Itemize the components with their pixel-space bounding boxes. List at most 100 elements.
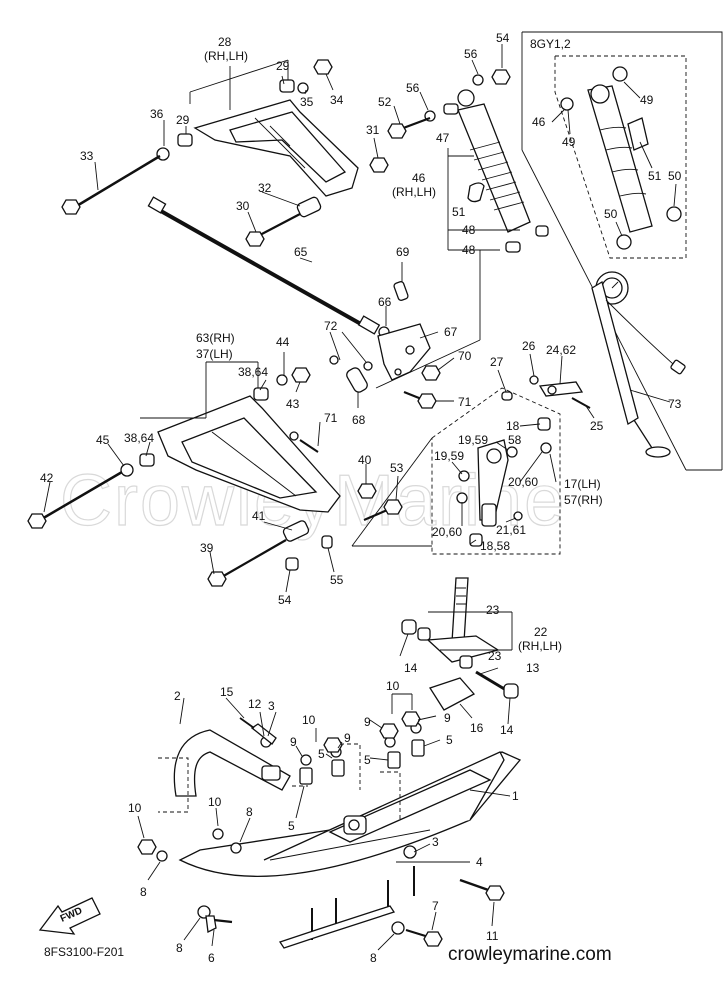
callout-label: (RH,LH) — [518, 639, 562, 653]
damper-16 — [429, 677, 476, 711]
nut-54 — [491, 69, 511, 85]
callout-label: 55 — [330, 573, 344, 587]
callout-label: 47 — [436, 131, 450, 145]
washer-8 — [156, 850, 168, 862]
callout-label: 18 — [506, 419, 520, 433]
bushing-14 — [401, 619, 417, 635]
callout-label: 71 — [458, 395, 472, 409]
callout-label: 34 — [330, 93, 344, 107]
callout-label: 44 — [276, 335, 290, 349]
inset-title: 8GY1,2 — [530, 37, 571, 51]
callout-label: 42 — [40, 471, 54, 485]
callout-label: 31 — [366, 123, 380, 137]
callout-label: 6 — [208, 951, 215, 965]
seal-19 — [506, 446, 518, 458]
stud-5b — [331, 759, 345, 777]
callout-label: 5 — [288, 819, 295, 833]
collar-54 — [285, 557, 299, 571]
callout-label: 32 — [258, 181, 272, 195]
bushing-49b — [560, 97, 574, 111]
bushing-14b — [503, 683, 519, 699]
washer-35 — [297, 82, 309, 94]
callout-label: 10 — [208, 795, 222, 809]
callout-label: 37(LH) — [196, 347, 233, 361]
callout-label: (RH,LH) — [392, 185, 436, 199]
washer-8c — [197, 905, 211, 919]
collar-56 — [443, 103, 459, 115]
callout-label: 8 — [140, 885, 147, 899]
callout-label: 3 — [432, 835, 439, 849]
callout-label: 8 — [176, 941, 183, 955]
diagram-code: 8FS3100-F201 — [44, 945, 124, 959]
clip-51b — [627, 117, 649, 151]
callouts: 28 (RH,LH) 29 35 34 36 29 33 32 30 31 52… — [40, 31, 682, 965]
clip-51 — [467, 182, 485, 203]
lower-arm-web — [181, 417, 318, 499]
callout-label: 56 — [406, 81, 420, 95]
washer-36 — [156, 147, 170, 161]
callout-label: 56 — [464, 47, 478, 61]
washer-44 — [276, 374, 288, 386]
callout-label: 46 — [412, 171, 426, 185]
callout-label: 70 — [458, 349, 472, 363]
bush-20 — [540, 442, 552, 454]
callout-label: 20,60 — [508, 475, 538, 489]
callout-label: 12 — [248, 697, 262, 711]
callout-label: 15 — [220, 685, 234, 699]
callout-label: 24,62 — [546, 343, 576, 357]
callout-label: 19,59 — [458, 433, 488, 447]
callout-label: 9 — [364, 715, 371, 729]
upper-arm-assembly — [61, 59, 389, 247]
upper-arm — [193, 99, 359, 197]
callout-label: 19,59 — [434, 449, 464, 463]
shock-body — [457, 103, 531, 233]
callout-label: 39 — [200, 541, 214, 555]
bushing-48 — [505, 241, 521, 253]
callout-label: 26 — [522, 339, 536, 353]
callout-label: 40 — [358, 453, 372, 467]
callout-label: 29 — [276, 59, 290, 73]
bushing-49 — [612, 66, 628, 82]
callout-label: 49 — [562, 135, 576, 149]
callout-label: 66 — [378, 295, 392, 309]
callout-label: 50 — [668, 169, 682, 183]
washer-8d — [391, 921, 405, 935]
washer-9 — [300, 754, 312, 766]
callout-label: 69 — [396, 245, 410, 259]
collar-23 — [417, 627, 431, 641]
bushing-29b — [177, 133, 193, 147]
callout-label: 5 — [446, 733, 453, 747]
bush-20b — [456, 492, 468, 504]
callout-label: 10 — [386, 679, 400, 693]
nut-10c — [323, 737, 343, 753]
callout-label: 28 — [218, 35, 232, 49]
callout-label: 22 — [534, 625, 548, 639]
ski-assembly — [137, 693, 522, 949]
callout-label: 9 — [344, 731, 351, 745]
callout-label: 25 — [590, 419, 604, 433]
callout-label: 38,64 — [238, 365, 268, 379]
callout-label: 49 — [640, 93, 654, 107]
collar-55 — [321, 535, 333, 549]
callout-label: 53 — [390, 461, 404, 475]
callout-label: 73 — [668, 397, 682, 411]
rod-65 — [147, 196, 481, 389]
collar-32 — [296, 196, 322, 218]
callout-label: 58 — [508, 433, 522, 447]
spindle-assembly — [351, 375, 591, 555]
callout-label: 17(LH) — [564, 477, 601, 491]
callout-label: 27 — [490, 355, 504, 369]
bushing-38 — [253, 387, 269, 401]
callout-label: 8 — [370, 951, 377, 965]
lower-arm-assembly — [27, 355, 437, 587]
bolt-71-head — [417, 393, 437, 409]
callout-label: 57(RH) — [564, 493, 603, 507]
washer-10 — [212, 828, 224, 840]
callout-label: 4 — [476, 855, 483, 869]
callout-label: 11 — [486, 929, 499, 943]
bolt-42-head — [27, 513, 47, 529]
callout-label: 23 — [488, 649, 502, 663]
callout-label: 35 — [300, 95, 314, 109]
callout-label: (RH,LH) — [204, 49, 248, 63]
callout-label: 13 — [526, 661, 540, 675]
